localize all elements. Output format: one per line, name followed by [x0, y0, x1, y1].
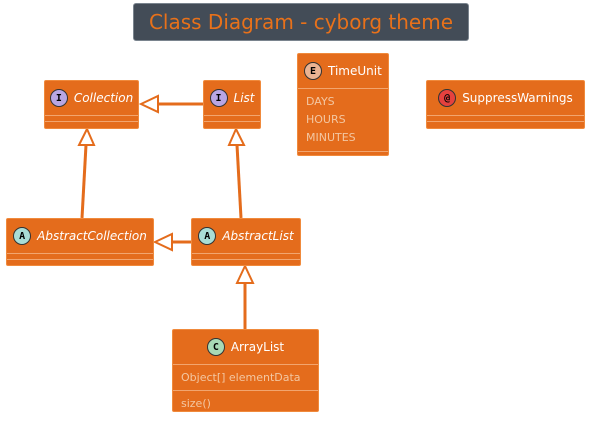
class-name: List: [233, 91, 255, 105]
interface-badge-icon: I: [209, 89, 228, 107]
enum-value: MINUTES: [306, 131, 356, 144]
abstract-badge-icon: A: [13, 227, 32, 245]
annotation-suppresswarnings[interactable]: @ SuppressWarnings: [426, 80, 585, 129]
class-divider: [192, 253, 300, 259]
class-divider: [204, 115, 260, 121]
class-divider: [7, 259, 153, 265]
class-divider: [427, 121, 584, 127]
enum-value: HOURS: [306, 113, 346, 126]
enum-badge-icon: E: [304, 62, 322, 80]
class-method: size(): [181, 397, 211, 410]
annotation-badge-icon: @: [438, 89, 457, 107]
class-name: AbstractList: [222, 229, 294, 243]
class-name: Collection: [73, 91, 134, 105]
class-divider: [192, 259, 300, 265]
list-extends-collection-edge: [138, 94, 203, 114]
class-collection[interactable]: I Collection: [44, 80, 139, 129]
class-arraylist[interactable]: C ArrayList Object[] elementData size(): [172, 329, 319, 412]
abstractlist-extends-abstractcollection-edge: [152, 232, 191, 252]
interface-badge-icon: I: [49, 89, 68, 107]
class-name: SuppressWarnings: [462, 91, 573, 105]
class-abstractlist[interactable]: A AbstractList: [191, 218, 301, 266]
arraylist-extends-abstractlist-edge: [235, 263, 255, 329]
abstract-badge-icon: A: [198, 227, 217, 245]
diagram-title: Class Diagram - cyborg theme: [133, 3, 469, 41]
enum-value: DAYS: [306, 95, 335, 108]
enum-timeunit[interactable]: E TimeUnit DAYS HOURS MINUTES: [297, 53, 389, 156]
class-divider: [45, 115, 138, 121]
class-name: ArrayList: [230, 340, 285, 354]
class-list[interactable]: I List: [203, 80, 261, 129]
abstractcollection-implements-collection-edge: [77, 126, 96, 219]
class-divider: [427, 115, 584, 121]
class-divider: [298, 151, 388, 157]
class-name: TimeUnit: [328, 64, 382, 78]
class-abstractcollection[interactable]: A AbstractCollection: [6, 218, 154, 266]
class-name: AbstractCollection: [37, 229, 147, 243]
class-divider: [45, 121, 138, 127]
class-divider: [204, 121, 260, 127]
class-badge-icon: C: [206, 338, 225, 356]
class-divider: [7, 253, 153, 259]
class-field: Object[] elementData: [181, 371, 301, 384]
abstractlist-implements-list-edge: [227, 126, 246, 219]
